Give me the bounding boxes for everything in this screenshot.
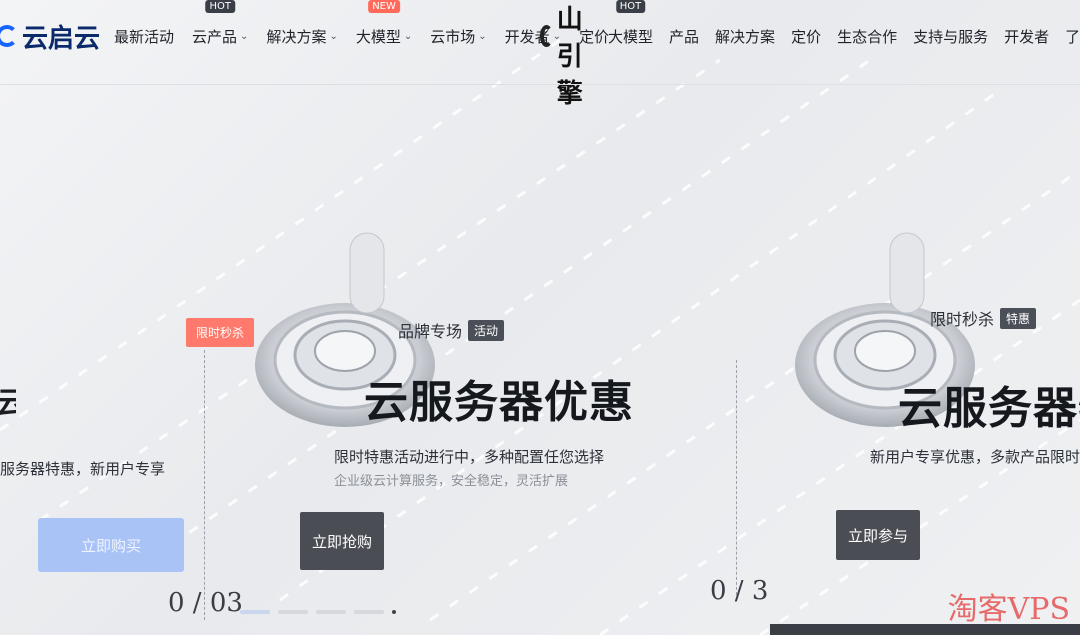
nav-item-solutions[interactable]: 解决方案⌄ [266,26,337,47]
logo-icon [540,25,553,47]
hot-badge: HOT [205,0,235,13]
nav-item-ecosystem[interactable]: 生态合作 [837,26,897,47]
top-navigation-bar: 云启云 最新活动 HOT 云产品⌄ 解决方案⌄ NEW 大模型⌄ 云市场⌄ 开发… [0,0,1080,109]
nav-item-models[interactable]: NEW 大模型⌄ [355,0,413,47]
nav-label: 定价 [579,27,610,46]
nav-label: 大模型 [355,27,401,46]
hot-badge: HOT [615,0,646,13]
nav-item-models[interactable]: HOT 大模型 [608,0,654,47]
left-nav: 最新活动 HOT 云产品⌄ 解决方案⌄ NEW 大模型⌄ 云市场⌄ 开发者⌄ 定… [114,0,609,47]
logo-icon [0,25,18,47]
nav-label: 支持与服务 [913,27,989,46]
center-slide-desc-2: 企业级云计算服务，安全稳定，灵活扩展 [334,474,569,489]
left-header: 云启云 最新活动 HOT 云产品⌄ 解决方案⌄ NEW 大模型⌄ 云市场⌄ 开发… [0,0,609,72]
slide-subtitle: 品牌专场 活动 [398,318,505,342]
flash-sale-tag: 限时秒杀 [186,318,255,347]
ring-decoration [795,232,975,427]
chevron-down-icon: ⌄ [478,30,487,42]
nav-label: 大模型 [608,27,654,46]
nav-item-pricing[interactable]: 定价 [579,26,609,47]
nav-label: 云市场 [430,27,476,46]
ring-decoration [255,232,435,427]
nav-item-market[interactable]: 云市场⌄ [430,26,486,47]
nav-label: 了解我们 [1065,27,1080,46]
right-logo[interactable]: 火山引擎 [540,0,592,110]
right-slide-content: 限时秒杀 特惠 [930,306,1037,330]
chevron-down-icon: ⌄ [240,30,249,42]
right-join-button[interactable]: 立即参与 [836,510,920,560]
carousel-dot[interactable] [278,610,308,614]
left-logo[interactable]: 云启云 [0,18,100,55]
nav-item-products[interactable]: 产品 [669,26,699,47]
chevron-down-icon: ⌄ [329,30,338,42]
nav-label: 定价 [791,27,822,46]
nav-label: 开发者 [504,27,550,46]
nav-item-support[interactable]: 支持与服务 [913,26,988,47]
carousel-dot[interactable] [316,610,346,614]
watermark: 淘客VPS [947,592,1070,627]
chevron-down-icon: ⌄ [403,30,413,42]
carousel-dot[interactable] [354,610,384,614]
nav-label: 开发者 [1004,27,1050,46]
nav-item-products[interactable]: HOT 云产品⌄ [192,0,249,47]
nav-label: 解决方案 [715,27,776,46]
partial-buy-button[interactable]: 立即购买 [38,518,184,572]
nav-label: 云产品 [192,27,238,46]
right-nav: HOT 大模型 产品 解决方案 定价 生态合作 支持与服务 开发者 了解我们 [608,0,1080,47]
dashed-guide [736,360,737,600]
nav-label: 产品 [669,27,700,46]
carousel-dot[interactable] [392,610,396,614]
nav-label: 生态合作 [837,27,898,46]
special-badge: 特惠 [1000,307,1037,329]
dashed-guide [204,350,205,620]
nav-item-solutions[interactable]: 解决方案 [715,26,775,47]
nav-item-about[interactable]: 了解我们 [1065,26,1080,47]
slide-subtitle: 限时秒杀 特惠 [930,306,1037,330]
slide-number: 0 / 3 [710,576,769,606]
logo-text: 火山引擎 [556,5,583,109]
right-slide-desc: 新用户专享优惠，多款产品限时抢购 [870,448,1080,466]
center-slide-desc-1: 限时特惠活动进行中，多种配置任您选择 [334,448,605,466]
partial-slide-desc: 服务器特惠，新用户专享 [0,460,166,478]
activity-badge: 活动 [468,319,505,341]
nav-item-latest[interactable]: 最新活动 [114,26,174,47]
carousel-indicator [240,610,396,614]
right-header: 火山引擎 HOT 大模型 产品 解决方案 定价 生态合作 支持与服务 开发者 了… [540,0,1080,109]
nav-item-pricing[interactable]: 定价 [791,26,821,47]
nav-label: 解决方案 [266,27,327,46]
nav-item-developers[interactable]: 开发者 [1004,26,1049,47]
nav-item-developers[interactable]: 开发者⌄ [505,26,561,47]
subtitle-text: 限时秒杀 [930,310,995,329]
bottom-bar [770,624,1080,635]
slide-number: 0 / 03 [168,588,243,618]
header-divider [0,84,1080,85]
center-buy-button[interactable]: 立即抢购 [300,512,384,570]
partial-slide-title: 云 [0,386,16,421]
chevron-down-icon: ⌄ [552,30,562,42]
carousel-dot[interactable] [240,610,270,614]
new-badge: NEW [368,0,400,13]
logo-text: 云启云 [22,23,101,54]
subtitle-text: 品牌专场 [398,322,463,341]
nav-label: 最新活动 [114,27,175,46]
center-slide-title: 云服务器优惠 [364,377,634,428]
center-slide-content: 品牌专场 活动 [398,318,505,342]
